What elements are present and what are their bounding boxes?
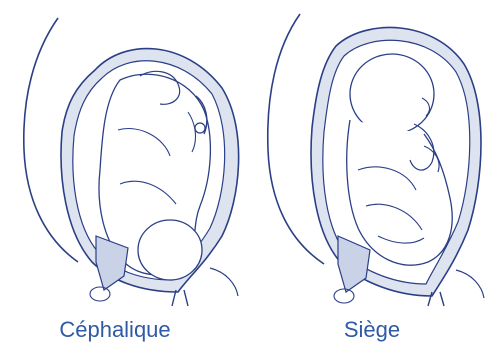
- cephalic-illustration: [0, 0, 246, 310]
- cephalic-panel: Céphalique: [0, 0, 246, 353]
- breech-illustration: [246, 0, 492, 310]
- caption-cephalic: Céphalique: [0, 316, 238, 344]
- caption-breech: Siège: [249, 316, 492, 344]
- fetus-head: [350, 54, 434, 134]
- breech-panel: Siège: [246, 0, 492, 353]
- fetus-head: [138, 220, 202, 280]
